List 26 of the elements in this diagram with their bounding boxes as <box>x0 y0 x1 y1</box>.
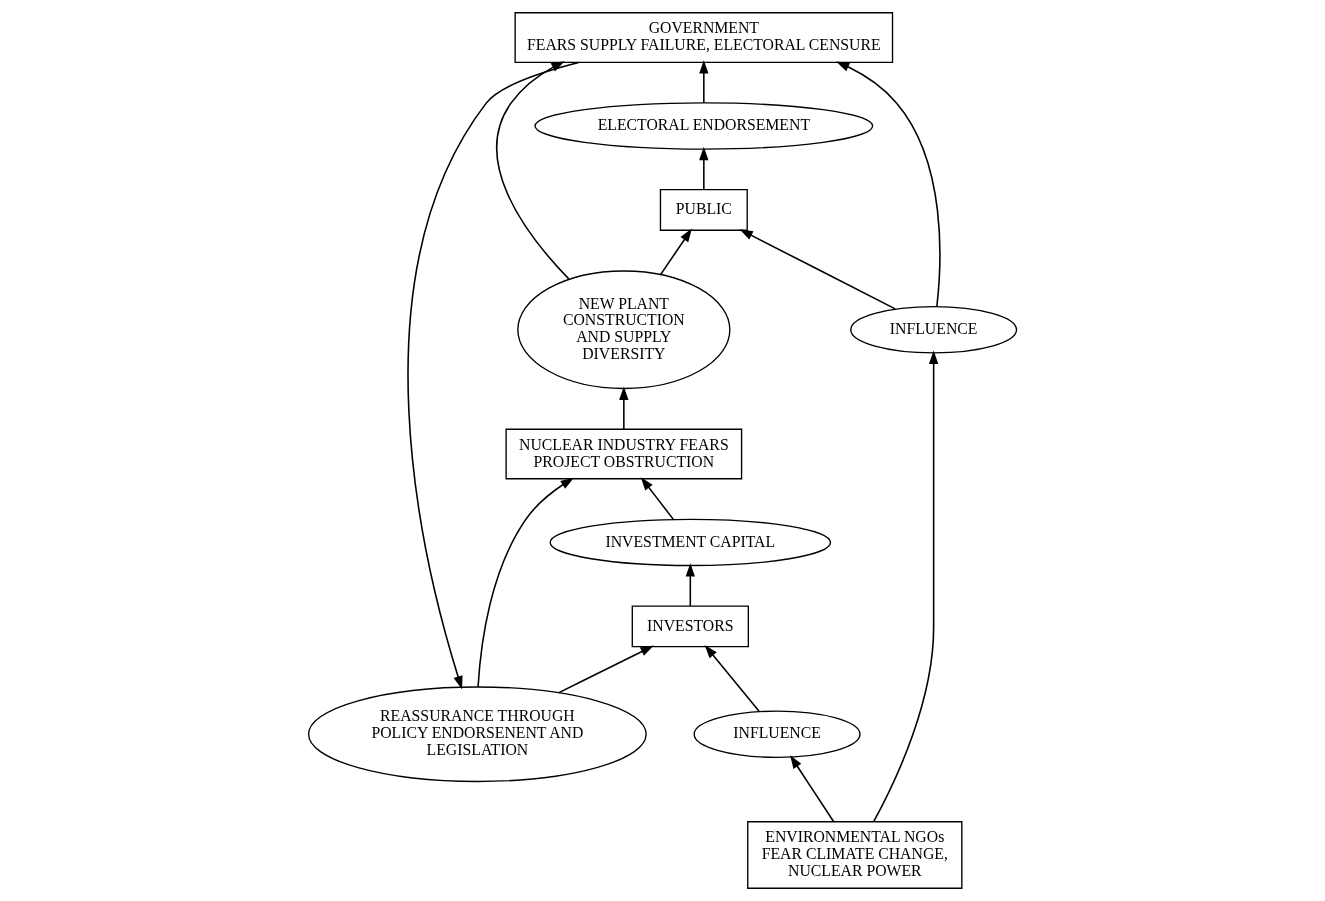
arrow <box>640 477 674 520</box>
node-ellipse: INFLUENCE <box>693 710 861 758</box>
arrow <box>685 563 695 607</box>
arrow <box>790 755 835 823</box>
arrow <box>872 350 939 823</box>
node-ellipse: INFLUENCE <box>850 305 1018 354</box>
node-box: NUCLEAR INDUSTRY FEARS PROJECT OBSTRUCTION <box>505 428 743 480</box>
arrow <box>660 228 692 276</box>
node-box: PUBLIC <box>659 188 748 231</box>
arrow <box>836 61 941 308</box>
node-ellipse: NEW PLANT CONSTRUCTION AND SUPPLY DIVERSITY <box>517 270 731 390</box>
arrow <box>699 60 709 104</box>
arrow <box>619 386 629 430</box>
node-box: INVESTORS <box>631 605 749 648</box>
arrow <box>699 146 709 191</box>
node-ellipse: REASSURANCE THROUGH POLICY ENDORSENENT AND LEGISLATION <box>307 686 647 783</box>
arrow <box>557 645 654 694</box>
node-ellipse: INVESTMENT CAPITAL <box>549 518 832 567</box>
arrow <box>407 61 580 690</box>
arrow <box>704 645 760 712</box>
node-ellipse: ELECTORAL ENDORSEMENT <box>534 102 874 150</box>
arrow <box>739 229 896 310</box>
arrow <box>495 61 570 280</box>
arrow <box>477 477 574 688</box>
node-box: ENVIRONMENTAL NGOs FEAR CLIMATE CHANGE, NUCLEAR POWER <box>747 821 963 889</box>
node-box: GOVERNMENT FEARS SUPPLY FAILURE, ELECTORAL CENSURE <box>514 12 894 63</box>
